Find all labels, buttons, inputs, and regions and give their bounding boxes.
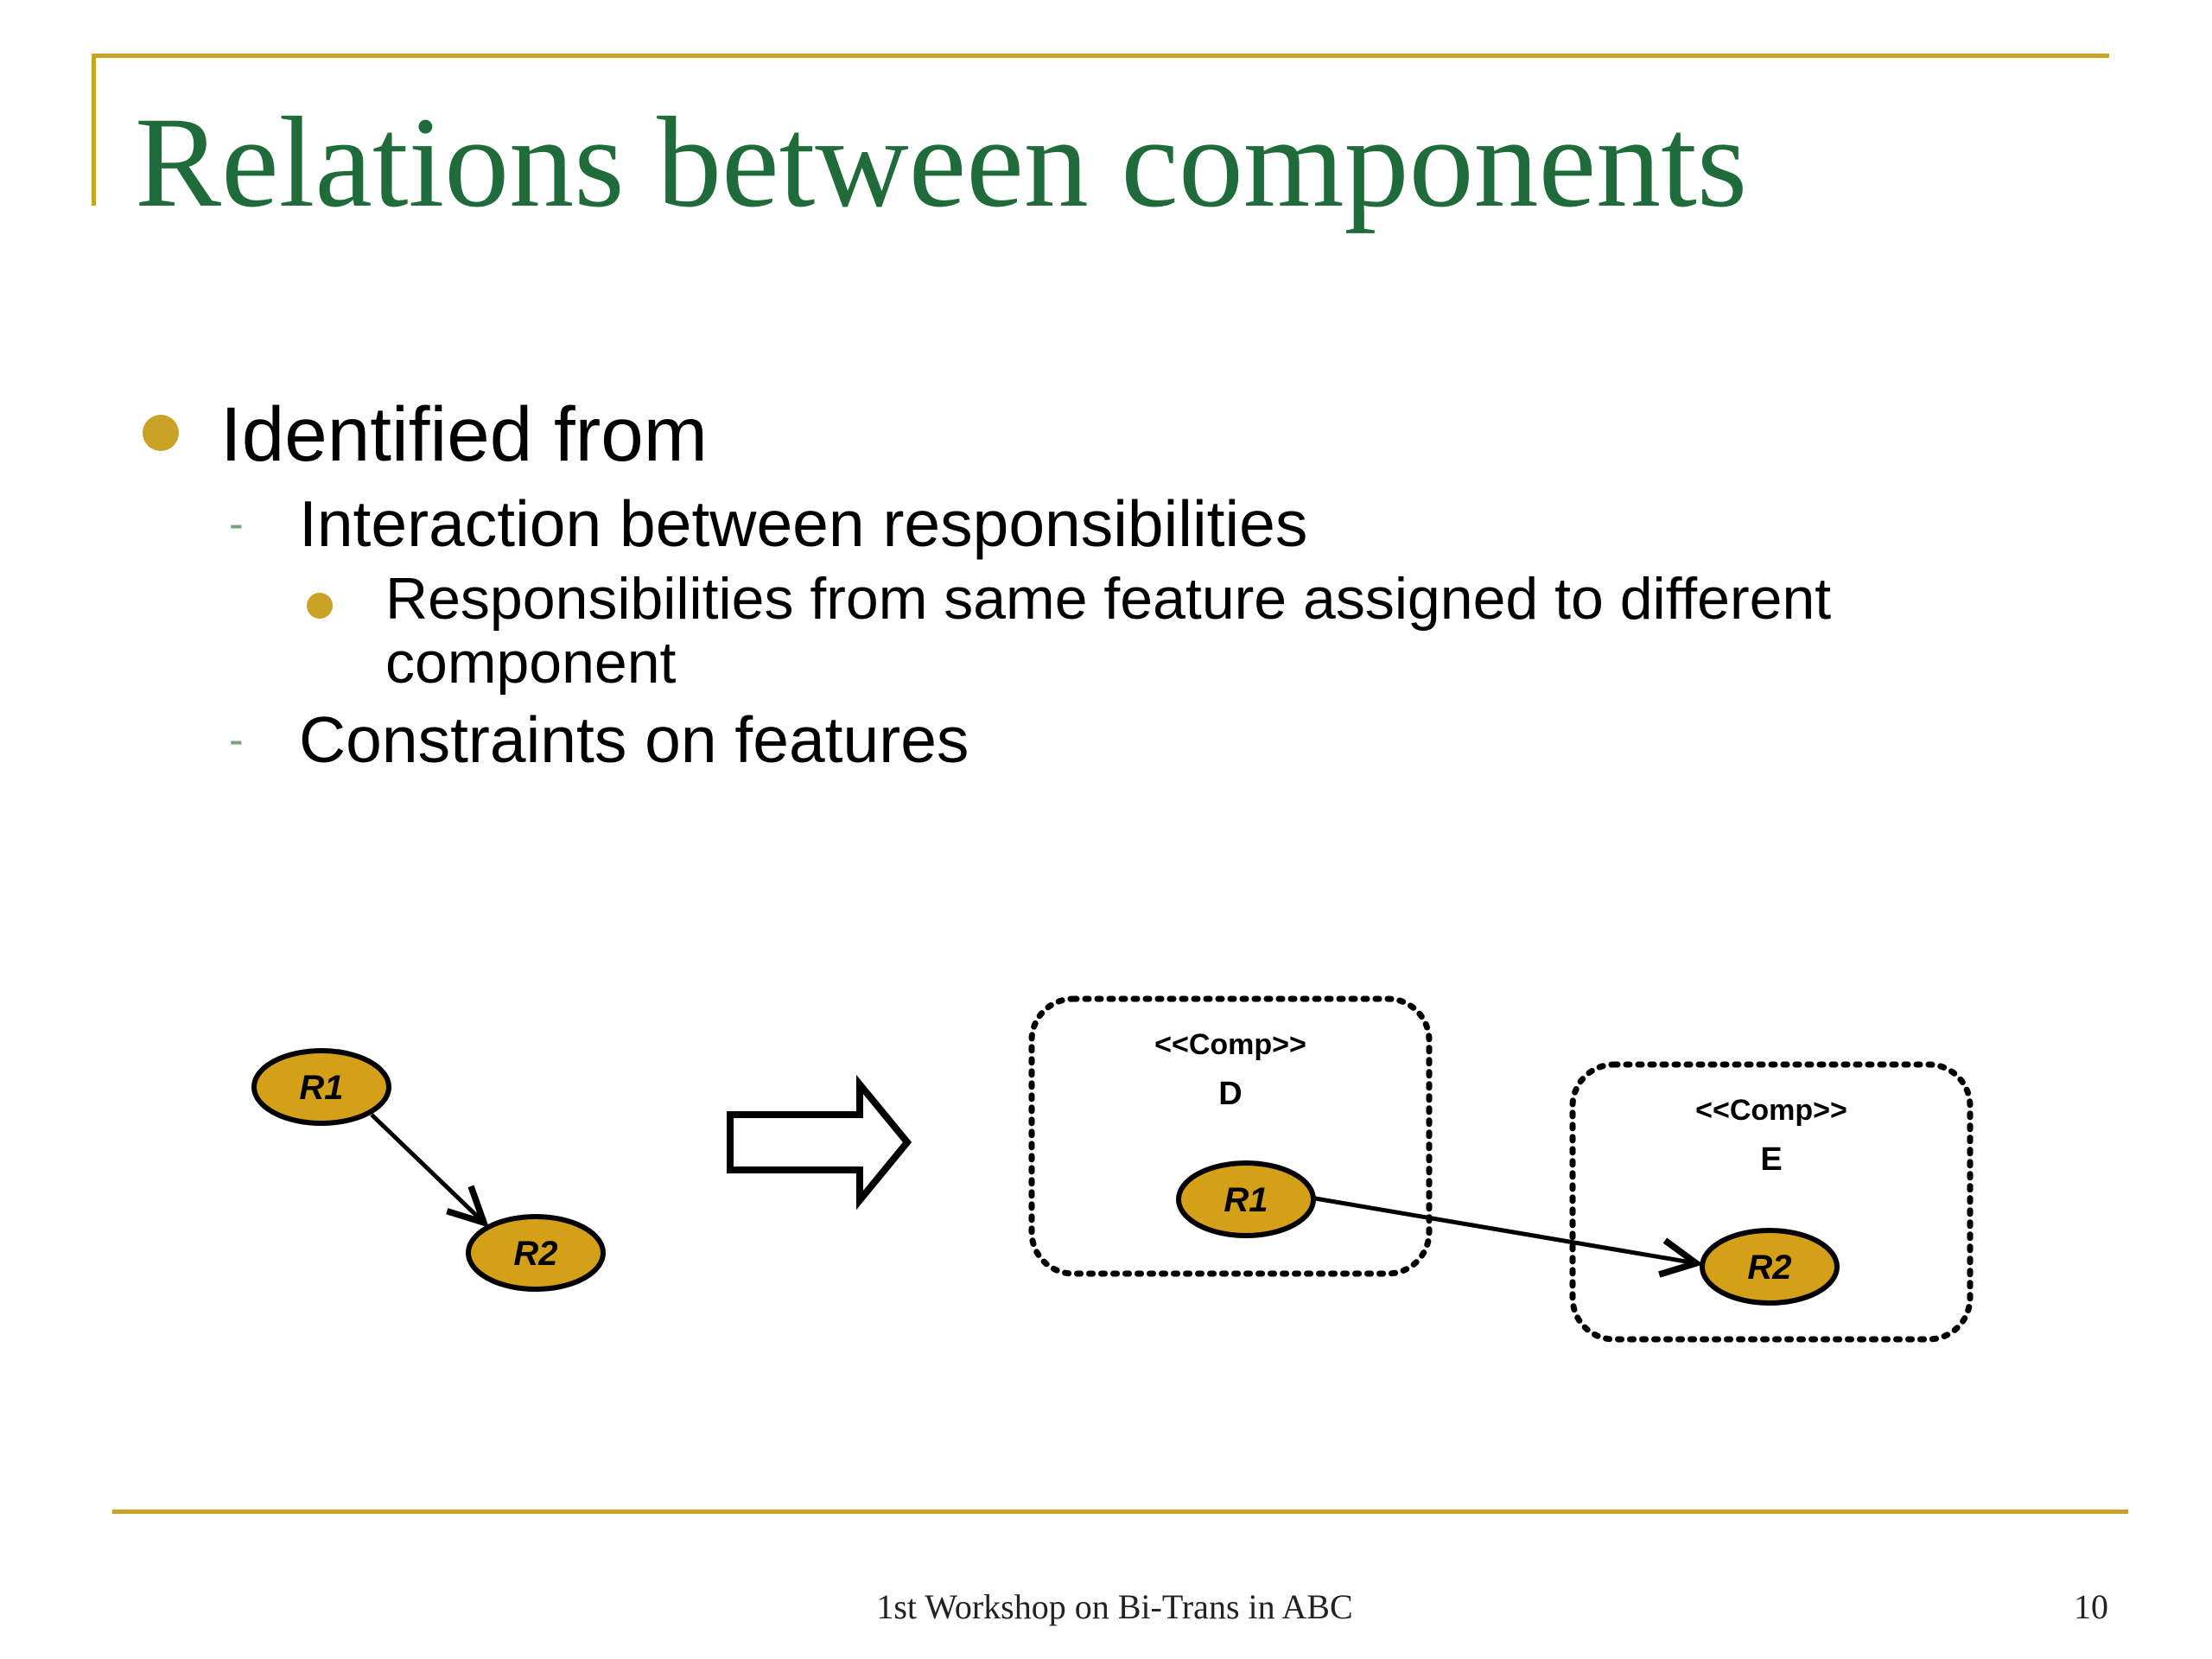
node-r1-left-label: R1 [299, 1069, 343, 1107]
dependency-arrow-left [370, 1113, 484, 1223]
bullet-responsibilities-same-feature: Responsibilities from same feature assig… [385, 566, 1832, 696]
title-frame-top-rule [92, 54, 2109, 58]
dash-icon: - [229, 499, 244, 548]
title-frame-left-rule [92, 54, 96, 206]
slide-title: Relations between components [135, 91, 1748, 234]
node-r2-in-e-label: R2 [1747, 1249, 1791, 1287]
component-e: <<Comp>> E [1569, 1061, 1974, 1343]
page-number: 10 [2074, 1587, 2108, 1626]
transform-arrow-icon [727, 1074, 912, 1211]
component-d-name: D [1218, 1076, 1242, 1112]
node-r1-in-d-label: R1 [1224, 1181, 1268, 1219]
footer-text: 1st Workshop on Bi-Trans in ABC [876, 1587, 1353, 1626]
dash-icon: - [229, 715, 244, 764]
bullet-dot-icon [307, 593, 333, 619]
node-r1-left: R1 [251, 1048, 391, 1126]
bullet-interaction-between-responsibilities: Interaction between responsibilities [299, 487, 1308, 560]
component-d: <<Comp>> D [1028, 995, 1433, 1277]
node-r2-left: R2 [466, 1214, 606, 1292]
footer-rule [112, 1510, 2128, 1514]
dependency-arrow-cross-component [1314, 1196, 1696, 1263]
bullet-identified-from: Identified from [220, 391, 708, 477]
node-r1-in-d: R1 [1176, 1160, 1316, 1238]
node-r2-left-label: R2 [513, 1235, 557, 1273]
component-e-name: E [1760, 1141, 1782, 1178]
component-d-stereotype: <<Comp>> [1154, 1028, 1306, 1061]
bullet-dot-icon [143, 415, 179, 451]
node-r2-in-e: R2 [1700, 1228, 1840, 1306]
component-e-stereotype: <<Comp>> [1695, 1094, 1847, 1127]
bullet-constraints-on-features: Constraints on features [299, 703, 969, 776]
